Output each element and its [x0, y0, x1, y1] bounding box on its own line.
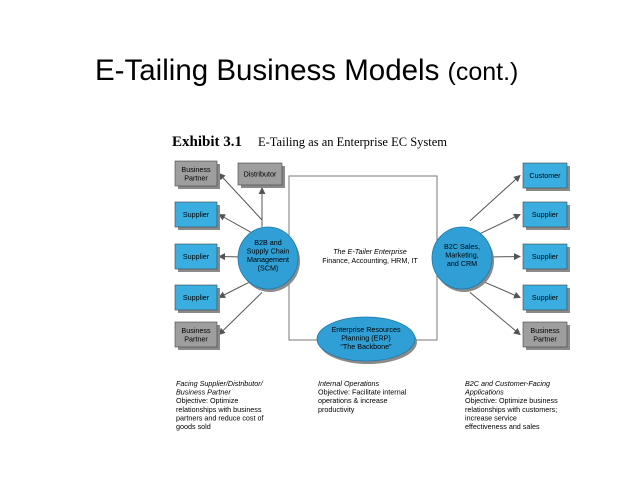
b2c-node: B2C Sales,Marketing,and CRM: [431, 226, 494, 292]
label-line: Supply Chain: [247, 247, 290, 256]
label-line: B2C Sales,: [444, 242, 480, 251]
right-box-supplier-label: Supplier: [532, 293, 559, 302]
note-body-line: relationships with business: [176, 405, 262, 414]
slide-title-suffix: (cont.): [447, 58, 519, 86]
arrow-b2c-to-right-0: [469, 174, 521, 222]
label-line: Management: [247, 255, 289, 264]
label-line: Marketing,: [445, 251, 479, 260]
note-heading-line: Internal Operations: [318, 379, 380, 388]
note-body-line: partners and reduce cost of: [176, 413, 264, 422]
left-box-supplier: Supplier: [174, 201, 220, 230]
note-body-line: Objective: Optimize business: [465, 396, 558, 405]
distributor-box-label: Distributor: [244, 170, 277, 179]
arrow-scm-to-left-4: [218, 292, 263, 336]
right-box-customer-label: Customer: [529, 171, 561, 180]
note-body-line: goods sold: [176, 422, 211, 431]
label-line: Supplier: [532, 210, 559, 219]
note-heading-line: Facing Supplier/Distributor/: [176, 379, 264, 388]
note-body-line: effectiveness and sales: [465, 422, 540, 431]
svg-text:B2C Sales,Marketing,and CRM: B2C Sales,Marketing,and CRM: [444, 242, 480, 268]
label-line: Partner: [533, 334, 557, 343]
label-line: Business: [181, 165, 211, 174]
right-box-supplier: Supplier: [522, 284, 570, 313]
arrow-scm-to-left-0: [218, 172, 263, 221]
label-line: (SCM): [258, 264, 279, 273]
distributor-box: Distributor: [237, 162, 285, 188]
label-line: Business: [181, 326, 211, 335]
left-box-supplier: Supplier: [174, 243, 220, 272]
label-line: and CRM: [447, 259, 477, 268]
right-box-supplier-label: Supplier: [532, 252, 559, 261]
label-line: B2B and: [254, 238, 282, 247]
label-line: Supplier: [183, 293, 210, 302]
left-box-supplier: Supplier: [174, 284, 220, 313]
right-box-supplier: Supplier: [522, 243, 570, 272]
left-box-supplier-label: Supplier: [183, 293, 210, 302]
left-box-supplier-label: Supplier: [183, 252, 210, 261]
label-line: Enterprise Resources: [331, 325, 401, 334]
label-line: Partner: [184, 173, 208, 182]
left-box-supplier-label: Supplier: [183, 210, 210, 219]
label-line: Customer: [529, 171, 561, 180]
right-box-supplier: Supplier: [522, 201, 570, 230]
note-body-line: Objective: Facilitate internal: [318, 388, 407, 397]
label-line: Supplier: [183, 210, 210, 219]
right-box-supplier-label: Supplier: [532, 210, 559, 219]
note-body-line: productivity: [318, 405, 355, 414]
slide-title-main: E-Tailing Business Models: [95, 54, 440, 87]
label-line: Distributor: [244, 170, 277, 179]
label-line: Partner: [184, 334, 208, 343]
enterprise-subtitle: Finance, Accounting, HRM, IT: [322, 256, 418, 265]
note-heading-line: Applications: [464, 388, 504, 397]
label-line: Business: [530, 326, 560, 335]
label-line: Planning (ERP): [341, 334, 391, 343]
note-body-line: Objective: Optimize: [176, 396, 238, 405]
exhibit-caption: E-Tailing as an Enterprise EC System: [258, 135, 447, 149]
note-body-line: operations & increase: [318, 396, 388, 405]
right-box-customer: Customer: [522, 162, 570, 191]
label-line: Supplier: [532, 293, 559, 302]
note-body-line: relationships with customers;: [465, 405, 557, 414]
note-body-line: increase service: [465, 413, 517, 422]
arrow-b2c-to-right-4: [469, 292, 521, 336]
label-line: Supplier: [183, 252, 210, 261]
note-heading-line: Business Partner: [176, 388, 231, 397]
note-heading-line: B2C and Customer-Facing: [465, 379, 550, 388]
label-line: “The Backbone”: [340, 342, 392, 351]
enterprise-title: The E-Tailer Enterprise: [333, 247, 407, 256]
slide-title: E-Tailing Business Models (cont.): [95, 54, 635, 88]
exhibit-number: Exhibit 3.1: [172, 134, 242, 150]
note-left: Facing Supplier/Distributor/Business Par…: [176, 379, 264, 431]
label-line: Supplier: [532, 252, 559, 261]
